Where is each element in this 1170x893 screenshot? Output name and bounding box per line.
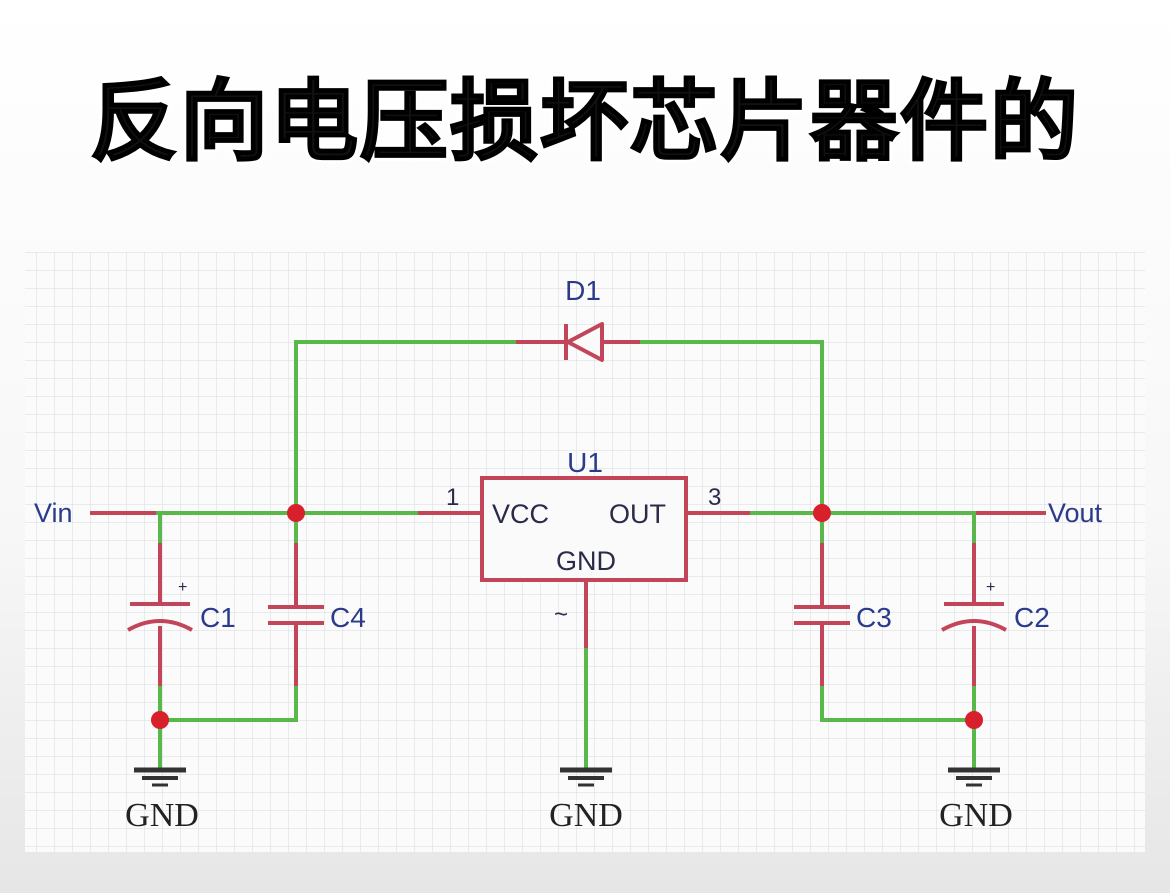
pin-3-number: 3 — [708, 484, 721, 511]
capacitor-c3-symbol — [794, 605, 850, 625]
ground-label-left: GND — [125, 797, 199, 834]
pin-vcc-label: VCC — [492, 499, 549, 529]
c3-label: C3 — [856, 602, 892, 633]
junction-left-ground — [151, 711, 169, 729]
c2-label: C2 — [1014, 602, 1050, 633]
diode-bypass-wire — [294, 340, 824, 515]
junction-right-ground — [965, 711, 983, 729]
c4-label: C4 — [330, 602, 366, 633]
junction-input-node — [287, 504, 305, 522]
diode-d1-label: D1 — [565, 275, 601, 306]
ground-symbol-center — [560, 767, 612, 787]
video-caption-title: 反向电压损坏芯片器件的 — [89, 70, 1080, 173]
regulator-u1-ref: U1 — [567, 447, 603, 478]
junction-output-node — [813, 504, 831, 522]
vout-label: Vout — [1048, 498, 1103, 528]
ground-symbol-left — [134, 767, 186, 787]
c2-polarity-mark: + — [986, 579, 995, 596]
capacitor-c1-symbol — [127, 602, 193, 632]
c1-label: C1 — [200, 602, 236, 633]
c1-polarity-mark: + — [178, 579, 187, 596]
regulator-u1-box — [480, 476, 688, 582]
diode-d1-symbol — [564, 322, 604, 362]
gnd-pin-mark: ~ — [554, 601, 568, 628]
pin-gnd-label: GND — [556, 546, 616, 576]
capacitor-c4-symbol — [268, 605, 324, 625]
ground-label-right: GND — [939, 797, 1013, 834]
ground-symbol-right — [948, 767, 1000, 787]
ground-label-center: GND — [549, 797, 623, 834]
pin-out-label: OUT — [609, 499, 666, 529]
capacitor-c2-symbol — [941, 602, 1007, 632]
vin-label: Vin — [34, 498, 73, 528]
pin-1-number: 1 — [446, 484, 459, 511]
